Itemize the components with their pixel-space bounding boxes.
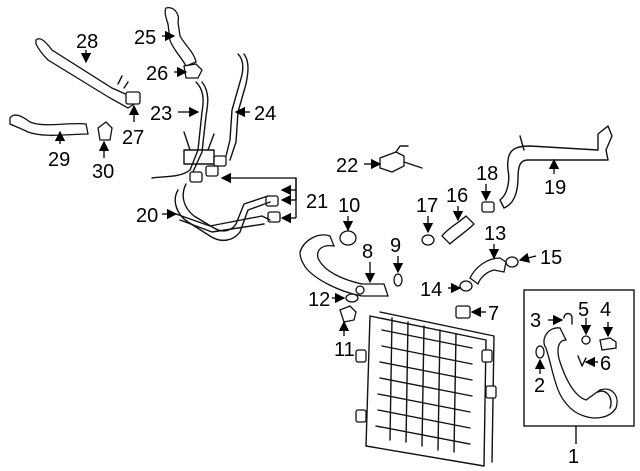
part-12-ring[interactable]: [345, 293, 359, 303]
label-3: 3: [530, 310, 541, 332]
part-22-bracket[interactable]: [379, 145, 423, 173]
label-2: 2: [534, 375, 545, 397]
part-7-clamp[interactable]: [455, 305, 471, 319]
part-2-oring[interactable]: [535, 345, 545, 359]
label-6: 6: [600, 353, 611, 375]
label-9: 9: [390, 235, 401, 257]
label-1: 1: [568, 446, 579, 468]
label-25: 25: [134, 27, 156, 49]
label-18: 18: [476, 163, 498, 185]
radiator[interactable]: [355, 311, 497, 467]
label-23: 23: [150, 103, 172, 125]
label-5: 5: [578, 299, 589, 321]
part-17-clamp[interactable]: [421, 234, 435, 246]
label-17: 17: [416, 195, 438, 217]
label-8: 8: [362, 241, 373, 263]
part-1-hose[interactable]: [543, 327, 618, 419]
part-11-fitting[interactable]: [339, 305, 357, 323]
part-8-hose[interactable]: [299, 234, 389, 297]
label-24: 24: [254, 103, 276, 125]
part-9-oring[interactable]: [393, 273, 403, 287]
label-12: 12: [308, 289, 330, 311]
part-30-clamp[interactable]: [97, 121, 113, 141]
label-7: 7: [488, 303, 499, 325]
part-14-clamp[interactable]: [459, 280, 473, 292]
label-13: 13: [484, 223, 506, 245]
callout-labels: 1 2 3 4 5 6 7 8 9 10 11 12 13 14 15 16 1…: [48, 27, 611, 468]
label-14: 14: [420, 279, 442, 301]
label-21: 21: [306, 191, 328, 213]
label-29: 29: [48, 149, 70, 171]
part-16-hose[interactable]: [441, 215, 475, 245]
label-15: 15: [540, 247, 562, 269]
part-18-clamp[interactable]: [481, 201, 495, 213]
label-19: 19: [544, 177, 566, 199]
label-30: 30: [92, 161, 114, 183]
part-21-clamps[interactable]: [189, 165, 281, 223]
leader-lines: [54, 30, 614, 444]
part-15-clamp[interactable]: [505, 256, 519, 268]
label-20: 20: [136, 205, 158, 227]
part-29-hose[interactable]: [9, 114, 89, 136]
part-6-clip[interactable]: [577, 355, 587, 367]
part-25-hose[interactable]: [164, 7, 197, 67]
part-10-cap[interactable]: [339, 230, 357, 246]
part-4-fitting[interactable]: [599, 337, 617, 351]
part-19-pipe[interactable]: [499, 125, 613, 209]
part-1-kit-box: [523, 289, 635, 427]
label-11: 11: [334, 339, 355, 361]
part-3-clip[interactable]: [563, 312, 573, 325]
part-24-pipe[interactable]: [213, 53, 249, 167]
label-27: 27: [122, 127, 144, 149]
label-22: 22: [336, 155, 358, 177]
label-4: 4: [600, 299, 611, 321]
part-28-pipe[interactable]: [35, 38, 141, 109]
part-26-clamp[interactable]: [183, 63, 203, 79]
label-28: 28: [76, 31, 98, 53]
label-16: 16: [446, 185, 468, 207]
part-5-oring[interactable]: [581, 335, 591, 345]
label-10: 10: [338, 195, 360, 217]
part-13-hose[interactable]: [469, 257, 507, 286]
label-26: 26: [146, 63, 168, 85]
part-20-pipe[interactable]: [174, 183, 271, 242]
part-23-pipe[interactable]: [151, 81, 215, 179]
